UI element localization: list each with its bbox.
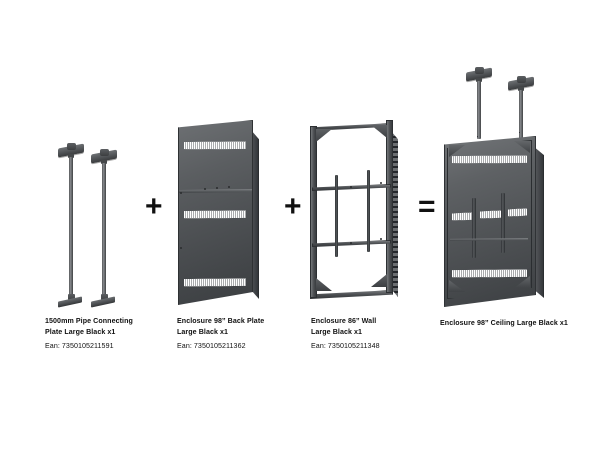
caption-title: Enclosure 98ˮ Ceiling Large Black x1	[440, 319, 568, 327]
wall-frame-right-post	[386, 120, 393, 293]
pipe-left-foot-plate	[58, 296, 82, 308]
wall-frame-gusset-bottom-right	[371, 274, 387, 287]
wall-frame-fastener-4	[380, 238, 382, 240]
assembly-pipe-left-cap-knob	[475, 67, 484, 74]
wall-frame-fastener-3	[350, 242, 352, 244]
product-enclosure-86-wall	[310, 120, 408, 308]
assembly-vesa-bar-left	[472, 198, 476, 258]
back-plate-mid-rail	[179, 189, 252, 193]
assembly-pipe-left-collar	[476, 78, 482, 82]
back-plate-vent-middle	[184, 210, 246, 219]
assembly-pipe-right-shaft	[519, 90, 523, 146]
product-pipe-connecting-plate	[48, 132, 128, 308]
plus-operator-2: +	[284, 190, 302, 223]
assembly-pipe-right-collar	[518, 87, 524, 91]
pipe-right-collar	[101, 160, 107, 164]
back-plate-hole-3	[228, 186, 230, 188]
pipe-left-cap-knob	[67, 143, 76, 150]
pipe-right-shaft	[102, 163, 106, 297]
pipe-left-collar	[68, 154, 74, 158]
back-plate-vent-bottom	[184, 278, 246, 287]
assembly-vent-bottom	[452, 269, 527, 278]
back-plate-hole-1	[204, 188, 206, 190]
back-plate-fastener-left-1	[180, 192, 182, 194]
wall-frame-gusset-top-left	[316, 129, 332, 142]
product-enclosure-98-back-plate	[178, 120, 273, 305]
assembly-support-wire-left	[477, 136, 478, 137]
back-plate-vent-top	[184, 141, 246, 150]
caption-ean: Ean: 7350105211348	[311, 341, 380, 350]
wall-frame-vesa-bar-right	[367, 170, 370, 252]
assembly-enclosure-face	[444, 136, 536, 307]
wall-frame-fastener-2	[380, 182, 382, 184]
caption-title: 1500mm Pipe Connecting Plate Large Black…	[45, 317, 133, 336]
caption-enclosure-98-ceiling: Enclosure 98ˮ Ceiling Large Black x1	[440, 318, 600, 329]
wall-frame-fastener-1	[350, 186, 352, 188]
caption-ean: Ean: 7350105211362	[177, 341, 246, 350]
caption-ean: Ean: 7350105211591	[45, 341, 114, 350]
pipe-right-cap-knob	[100, 149, 109, 156]
wall-frame-left-post	[310, 126, 317, 298]
caption-pipe-connecting-plate: 1500mm Pipe Connecting Plate Large Black…	[45, 316, 165, 352]
back-plate-hole-2	[216, 187, 218, 189]
pipe-right-foot-plate	[91, 296, 115, 308]
plus-operator-1: +	[145, 190, 163, 223]
assembly-vent-top	[452, 155, 527, 164]
caption-title: Enclosure 98ˮ Back Plate Large Black x1	[177, 317, 265, 336]
assembly-cross-rail	[450, 238, 528, 241]
assembly-support-wire-right	[519, 132, 520, 133]
wall-frame-vesa-bar-left	[335, 175, 338, 257]
equals-operator: =	[418, 190, 436, 223]
assembly-vesa-bar-right	[501, 193, 505, 253]
wall-frame-bottom-rail	[310, 290, 393, 299]
pipe-right-foot-collar	[101, 294, 108, 300]
pipe-left-foot-collar	[68, 294, 75, 300]
wall-frame-side-perforation	[391, 131, 398, 297]
assembly-pipe-left-shaft	[477, 81, 481, 139]
pipe-left-shaft	[69, 157, 73, 297]
caption-title: Enclosure 86ˮ Wall Large Black x1	[311, 317, 377, 336]
assembly-pipe-right-cap-knob	[517, 76, 526, 83]
caption-enclosure-86-wall: Enclosure 86ˮ Wall Large Black x1 Ean: 7…	[311, 316, 426, 352]
wall-frame-gusset-bottom-left	[316, 278, 332, 291]
caption-enclosure-98-back-plate: Enclosure 98ˮ Back Plate Large Black x1 …	[177, 316, 292, 352]
product-enclosure-98-ceiling	[444, 62, 569, 307]
back-plate-fastener-left-2	[180, 247, 182, 249]
